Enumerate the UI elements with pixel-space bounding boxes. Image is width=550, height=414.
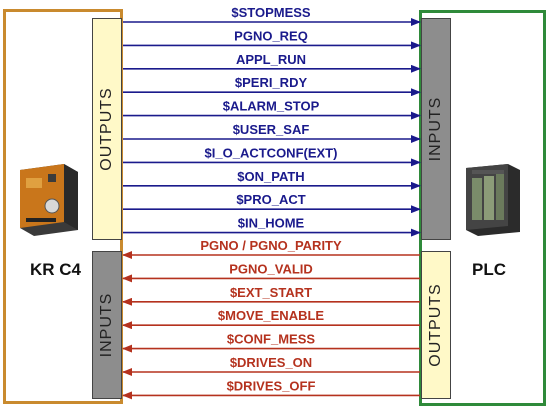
robot-inputs-block: INPUTS	[92, 251, 122, 399]
signal-to-plc-label: $PERI_RDY	[235, 75, 308, 90]
signal-to-robot-label: $MOVE_ENABLE	[218, 308, 325, 323]
robot-outputs-block: OUTPUTS	[92, 18, 122, 240]
signal-to-plc-label: APPL_RUN	[236, 52, 306, 67]
plc-label: PLC	[472, 260, 506, 279]
plc-image	[466, 164, 520, 236]
signal-to-plc-label: $IN_HOME	[238, 216, 305, 231]
signal-to-robot-label: PGNO_VALID	[229, 261, 313, 276]
robot-label: KR C4	[30, 260, 82, 279]
signal-to-plc-label: $STOPMESS	[231, 5, 311, 20]
signal-to-plc-label: $ALARM_STOP	[223, 99, 320, 114]
plc-outputs-block: OUTPUTS	[421, 251, 451, 399]
signal-to-robot-label: $EXT_START	[230, 285, 312, 300]
signal-to-robot-label: $DRIVES_OFF	[227, 378, 316, 393]
signal-to-plc-label: PGNO_REQ	[234, 28, 308, 43]
signal-to-plc-label: $ON_PATH	[237, 169, 304, 184]
signal-to-plc-label: $PRO_ACT	[236, 192, 305, 207]
signal-to-robot-label: $CONF_MESS	[227, 332, 315, 347]
signal-to-robot-label: $DRIVES_ON	[230, 355, 312, 370]
signal-to-plc-label: $I_O_ACTCONF(EXT)	[205, 145, 338, 160]
signal-to-plc-label: $USER_SAF	[233, 122, 310, 137]
signal-to-robot-label: PGNO / PGNO_PARITY	[200, 238, 342, 253]
kr-c4-controller-image	[20, 164, 78, 236]
plc-inputs-block: INPUTS	[421, 18, 451, 240]
